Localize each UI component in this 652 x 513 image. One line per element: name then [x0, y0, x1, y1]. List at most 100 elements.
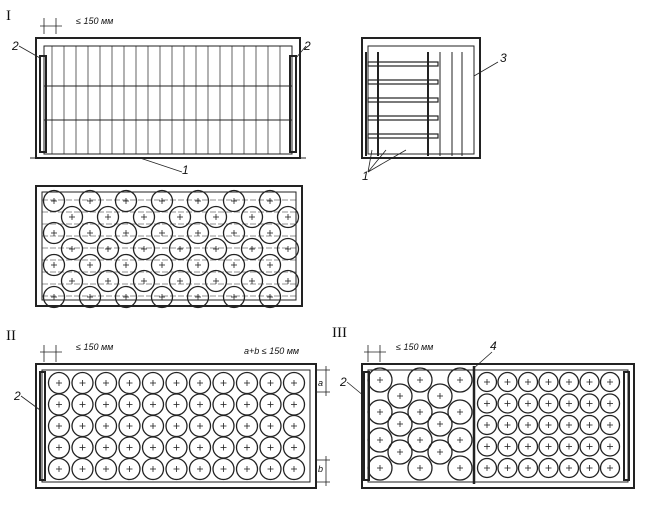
- coil: [476, 414, 498, 436]
- coil: [517, 457, 539, 479]
- side-blocking-ii: [39, 371, 46, 481]
- coil-outline: [96, 237, 120, 261]
- coil-outline: [204, 269, 228, 293]
- coil: [150, 189, 174, 213]
- coil: [558, 457, 580, 479]
- shelf-bar: [367, 133, 439, 139]
- coil-outline: [282, 457, 306, 481]
- shelf-bar: [367, 97, 439, 103]
- coil: [150, 285, 174, 309]
- coil: [222, 221, 246, 245]
- coil: [94, 371, 118, 395]
- coil-outline: [60, 269, 84, 293]
- dimension-label-iii: ≤ 150 мм: [396, 342, 433, 352]
- coil-outline: [47, 457, 71, 481]
- coil-outline: [476, 457, 498, 479]
- coil-outline: [476, 436, 498, 457]
- coil: [282, 436, 306, 459]
- coil: [78, 253, 102, 277]
- coil-outline: [579, 436, 600, 457]
- coil: [42, 253, 66, 277]
- coil: [259, 414, 282, 438]
- coil-outline: [407, 367, 433, 393]
- coil: [447, 427, 473, 453]
- coil-outline: [222, 189, 246, 213]
- coil-outline: [114, 221, 138, 245]
- end-view-outline: [361, 37, 481, 159]
- coil-outline: [447, 367, 473, 393]
- coil-outline: [599, 371, 621, 393]
- coil-outline: [204, 237, 228, 261]
- coil-outline: [579, 414, 600, 436]
- coil-outline: [132, 269, 156, 293]
- coil: [141, 436, 165, 459]
- coil-outline: [497, 393, 518, 414]
- coil: [407, 367, 433, 393]
- coil: [447, 399, 473, 425]
- coil-outline: [204, 205, 228, 229]
- coil: [186, 221, 210, 245]
- top-view-ii: [35, 345, 330, 489]
- coil-outline: [258, 253, 282, 277]
- coil-outline: [165, 457, 188, 481]
- coil-outline: [42, 285, 66, 309]
- coil: [497, 414, 518, 436]
- coil: [168, 269, 192, 293]
- coil-outline: [141, 457, 165, 481]
- coil-outline: [579, 457, 600, 479]
- coil-outline: [427, 439, 453, 465]
- coil-outline: [235, 457, 259, 481]
- coil: [558, 436, 580, 457]
- coil: [282, 371, 306, 395]
- spacer-rods: [42, 199, 296, 297]
- coil-outline: [60, 205, 84, 229]
- shelf-bar: [367, 79, 439, 85]
- coil-outline: [96, 205, 120, 229]
- dimension-label-ii: ≤ 150 мм: [76, 342, 113, 352]
- coil-outline: [150, 253, 174, 277]
- coil: [118, 393, 141, 416]
- side-view-i: [30, 18, 306, 159]
- coil-outline: [427, 411, 453, 437]
- callout-1-bottom-i: 1: [182, 163, 189, 177]
- callout-1-end-i: 1: [362, 169, 369, 183]
- coil-outline: [367, 399, 393, 425]
- coil: [168, 205, 192, 229]
- coil: [258, 253, 282, 277]
- coil: [579, 371, 600, 393]
- coil: [538, 436, 559, 457]
- coil: [165, 414, 188, 438]
- coil: [558, 414, 580, 436]
- coil: [47, 371, 71, 395]
- shelf-bar: [367, 61, 439, 67]
- coil-outline: [558, 393, 580, 414]
- coil: [258, 221, 282, 245]
- coil: [212, 436, 235, 459]
- coil: [47, 393, 71, 416]
- coil: [165, 457, 188, 481]
- coil-outline: [517, 436, 539, 457]
- coil: [476, 436, 498, 457]
- coil: [222, 189, 246, 213]
- coil-outline: [599, 436, 621, 457]
- coil: [276, 205, 300, 229]
- coil: [212, 393, 235, 416]
- coil: [150, 253, 174, 277]
- coil-outline: [222, 253, 246, 277]
- coil-outline: [427, 383, 453, 409]
- coil: [599, 436, 621, 457]
- coil: [94, 414, 118, 438]
- coil: [599, 414, 621, 436]
- coil-outline: [42, 221, 66, 245]
- section-label-iii: III: [332, 325, 347, 341]
- coil: [42, 285, 66, 309]
- coil-outline: [407, 427, 433, 453]
- coil-outline: [538, 393, 559, 414]
- coil-outline: [114, 253, 138, 277]
- coil-outline: [114, 285, 138, 309]
- coil-outline: [367, 455, 393, 481]
- coil: [118, 457, 141, 481]
- coil: [94, 393, 118, 416]
- coil: [188, 457, 212, 481]
- coil-outline: [387, 439, 413, 465]
